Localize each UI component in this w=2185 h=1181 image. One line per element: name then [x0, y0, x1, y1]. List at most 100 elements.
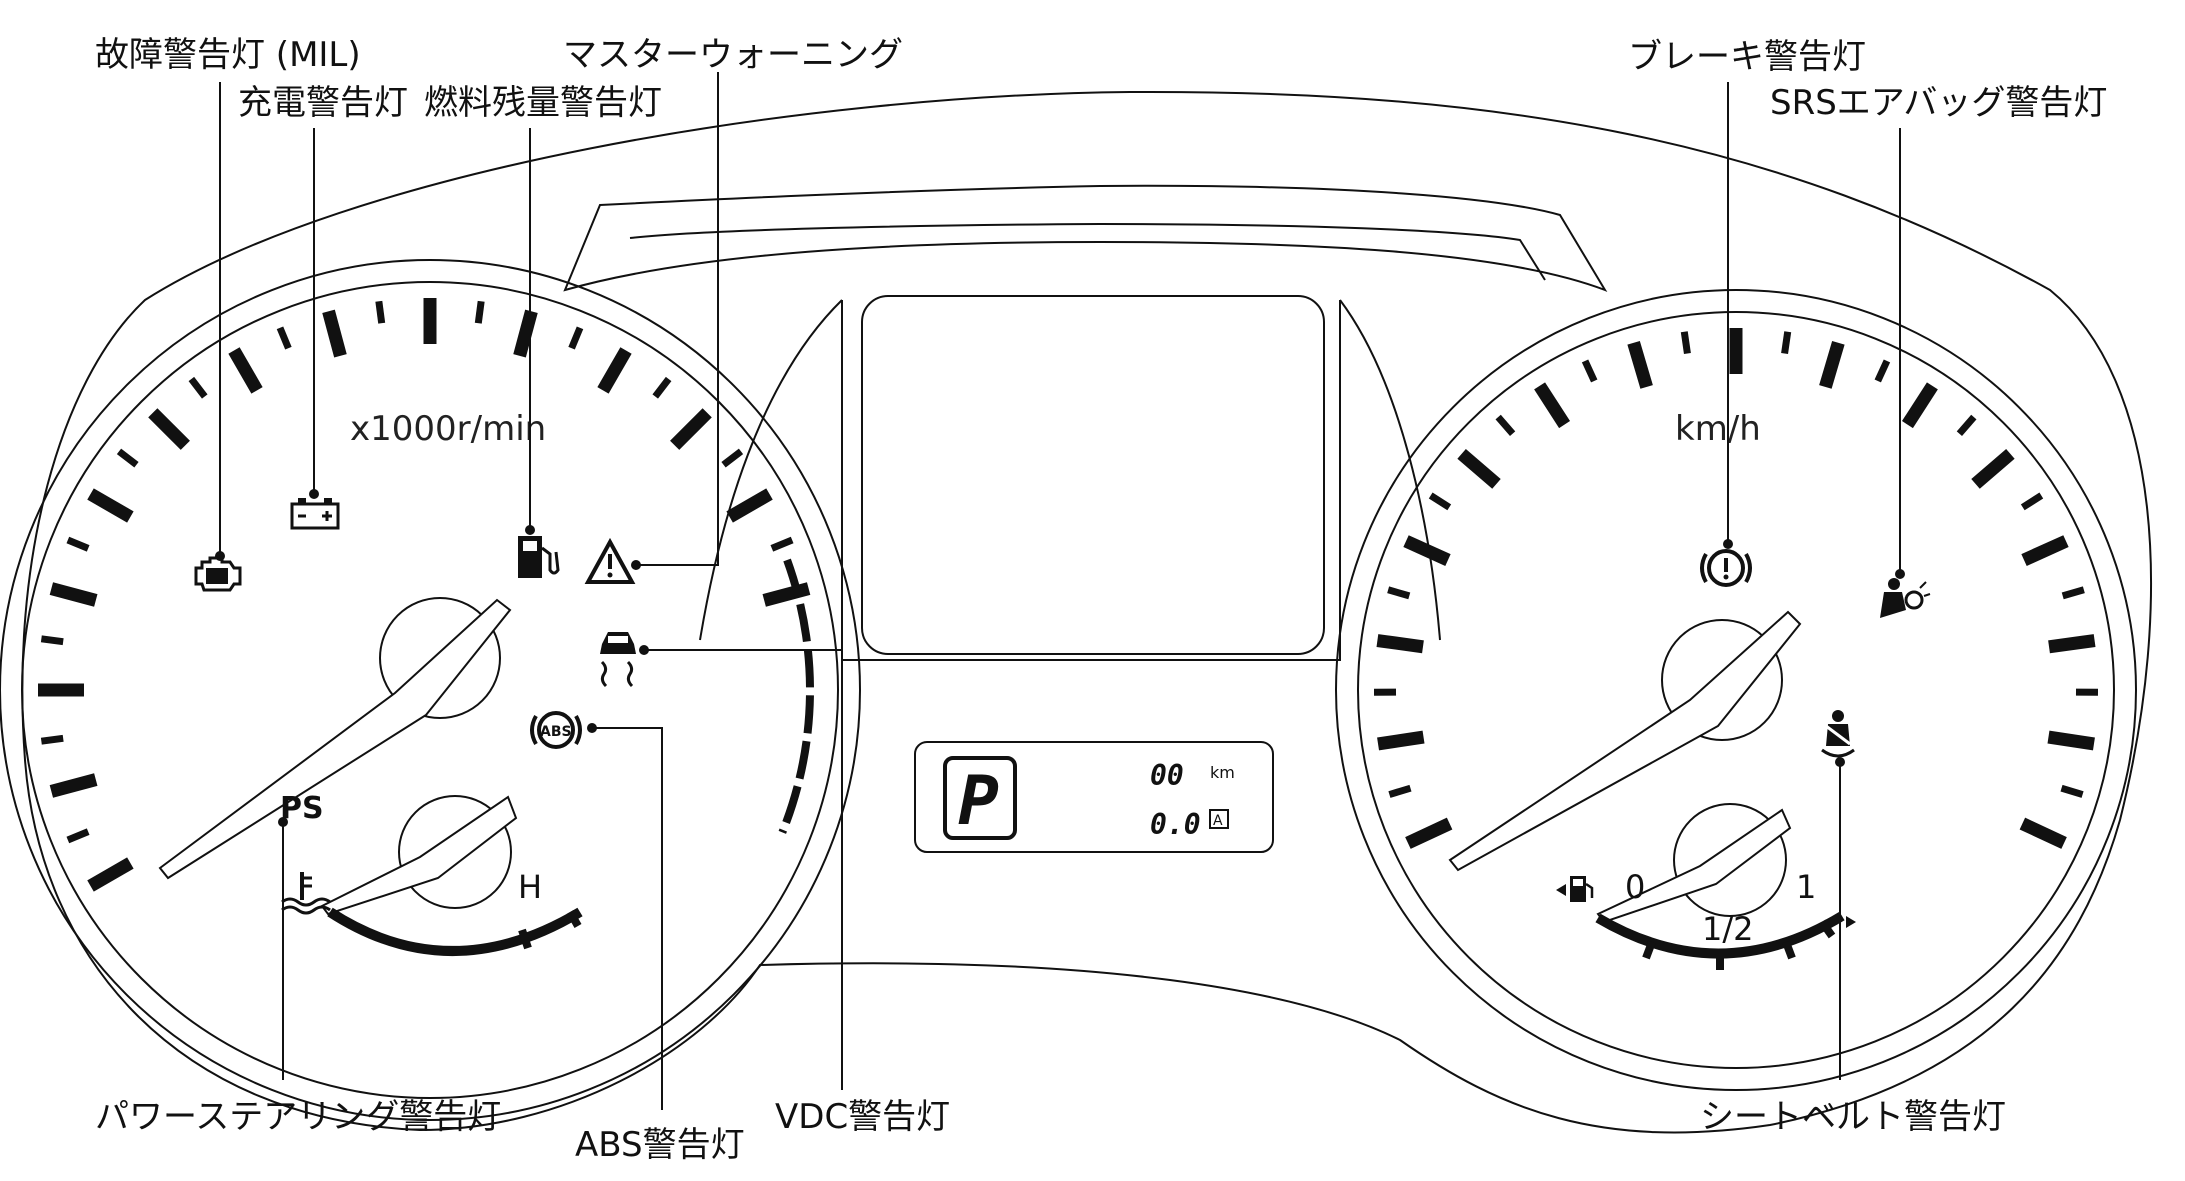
tachometer-redzone [778, 558, 814, 834]
temp-gauge-hub [398, 795, 512, 909]
major-tick [597, 347, 632, 394]
major-tick [49, 582, 98, 607]
trip-mark: A [1213, 813, 1223, 829]
speedometer-hub [1661, 619, 1783, 741]
major-tick [2019, 817, 2067, 849]
temp-gauge-needle [320, 795, 518, 916]
minor-tick [1874, 359, 1891, 383]
major-tick [1457, 448, 1501, 489]
label-srs: SRSエアバッグ警告灯 [1770, 83, 2107, 123]
major-tick [49, 773, 98, 798]
minor-tick [2020, 492, 2044, 511]
major-tick [2021, 535, 2069, 566]
tachometer-unit: x1000r/min [350, 409, 546, 449]
minor-tick [568, 326, 584, 350]
major-tick [1403, 535, 1451, 566]
minor-tick [116, 448, 139, 468]
minor-tick [40, 734, 64, 745]
major-tick [1377, 730, 1425, 751]
minor-tick [770, 536, 794, 552]
battery-icon [290, 498, 340, 530]
major-tick [726, 488, 773, 523]
major-tick [228, 347, 263, 394]
label-fuel-low: 燃料残量警告灯 [424, 83, 662, 123]
minor-tick [1388, 784, 1412, 798]
label-seatbelt: シートベルト警告灯 [1700, 1097, 2006, 1137]
major-tick [322, 309, 347, 358]
coolant-temp-icon [281, 872, 331, 915]
major-tick [762, 582, 811, 607]
major-tick [148, 408, 190, 450]
minor-tick [375, 300, 386, 324]
major-tick [1376, 634, 1424, 654]
fuel-half-label: 1/2 [1702, 910, 1754, 948]
label-abs: ABS警告灯 [575, 1125, 745, 1165]
minor-tick [1781, 331, 1792, 354]
label-brake: ブレーキ警告灯 [1628, 37, 1866, 77]
tachometer-hub [379, 597, 501, 719]
redzone-arc [778, 558, 814, 834]
minor-tick [1956, 414, 1977, 436]
callout-labels: 故障警告灯 (MIL) 充電警告灯 燃料残量警告灯 マスターウォーニング ブレー… [95, 35, 2107, 1165]
brake-icon [1700, 549, 1752, 587]
gear-display-frame [943, 756, 1017, 840]
tachometer-ticks [38, 298, 811, 892]
label-charge: 充電警告灯 [238, 83, 408, 123]
tachometer: x1000r/min H PS [0, 259, 861, 1121]
trip-value: 0.0 [1150, 808, 1201, 841]
minor-tick [1680, 331, 1691, 354]
minor-tick [188, 376, 208, 399]
major-tick [87, 488, 134, 523]
warning-triangle-icon [584, 537, 636, 584]
speedometer: km/h 0 1/2 1 [1335, 289, 2137, 1091]
fuel-pump-icon [518, 536, 560, 578]
minor-tick [276, 326, 292, 350]
minor-tick [1495, 414, 1516, 436]
minor-tick [1387, 586, 1411, 600]
label-master-warning: マスターウォーニング [563, 35, 903, 75]
seatbelt-icon [1821, 710, 1855, 758]
odometer-unit: km [1210, 763, 1235, 782]
major-tick [1627, 340, 1653, 389]
label-power-steering: パワーステアリング警告灯 [95, 1097, 501, 1137]
cluster-housing [21, 90, 2153, 1134]
minor-tick [652, 376, 672, 399]
major-tick [1901, 382, 1938, 429]
odometer-value: 00 [1150, 759, 1184, 792]
fuel-full-label: 1 [1796, 868, 1816, 906]
airbag-icon [1880, 578, 1931, 618]
minor-tick [66, 536, 90, 552]
svg-text:ABS: ABS [540, 724, 572, 740]
major-tick [2048, 634, 2096, 654]
minor-tick [2061, 586, 2085, 600]
major-tick [1405, 817, 1453, 849]
minor-tick [66, 828, 90, 844]
fuel-gauge-pump-icon [1570, 876, 1594, 902]
minor-tick [40, 635, 64, 646]
gear-indicator: P [958, 762, 999, 841]
speedometer-needle [1448, 610, 1802, 872]
major-tick [2047, 730, 2095, 751]
minor-tick [1428, 492, 1452, 511]
skid-car-icon [600, 632, 636, 688]
minor-tick [474, 300, 485, 324]
leader-dots [215, 489, 1905, 827]
speedometer-unit: km/h [1675, 409, 1761, 449]
tachometer-needle [158, 598, 512, 880]
temp-gauge-arc [327, 907, 583, 956]
label-vdc: VDC警告灯 [775, 1097, 950, 1137]
speedometer-ticks [1373, 328, 2099, 849]
center-screen [861, 295, 1325, 655]
label-mil: 故障警告灯 (MIL) [95, 35, 361, 75]
major-tick [1971, 448, 2015, 489]
center-display: P 00 km 0.0 A [699, 295, 1441, 853]
temp-hot-label: H [518, 868, 542, 906]
major-tick [1819, 340, 1845, 389]
engine-icon [194, 556, 242, 592]
abs-icon: ABS [530, 711, 582, 749]
fuel-gauge-arc [1595, 911, 1845, 959]
major-tick [87, 857, 134, 892]
minor-tick [2060, 784, 2084, 798]
fuel-gauge-hub [1673, 803, 1787, 917]
